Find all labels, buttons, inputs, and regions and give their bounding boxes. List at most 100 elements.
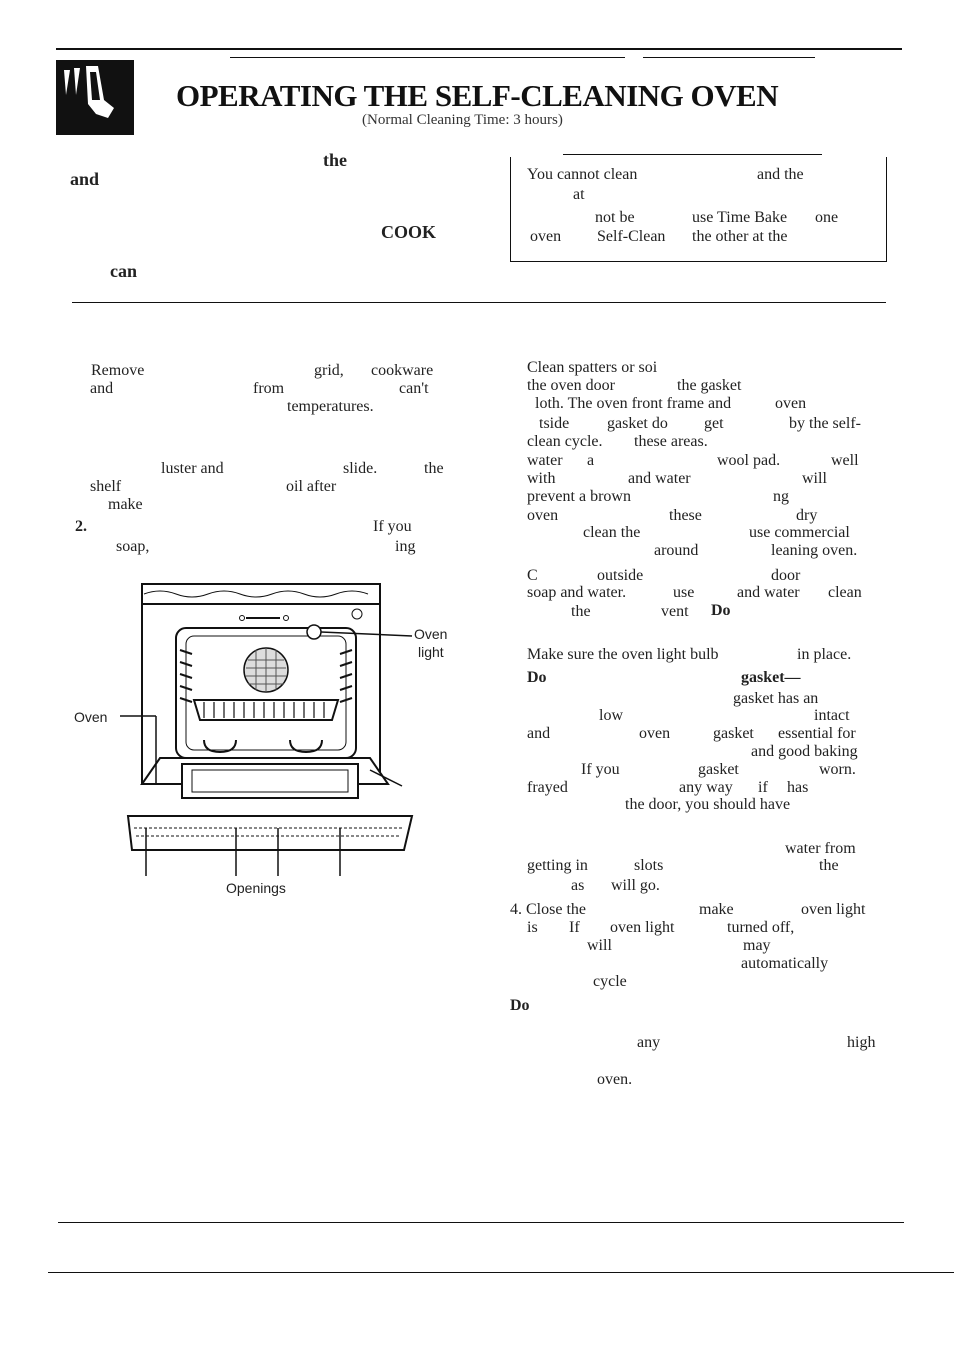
right-r15a: Make sure the oven light bulb [527,646,719,663]
right-r9c: dry [796,507,818,524]
right-r25b: slots [634,857,664,874]
right-r23: the door, you should have [625,796,791,813]
figure-label-oven-light-2: light [418,644,444,660]
right-r19a: and [527,725,551,742]
right-r11b: leaning oven. [771,542,858,559]
left-l4-0: luster and [161,460,224,477]
note-line4-a: oven [530,228,562,245]
right-r22d: has [787,779,809,796]
right-r9b: these [669,507,702,524]
right-r3b: oven [775,395,807,412]
right-r5b: these areas. [634,433,708,450]
right-r21c: worn. [819,761,856,778]
right-r14a: the [571,603,591,620]
left-l5-0: shelf [90,478,122,495]
right-r13a: soap and water. [527,584,627,601]
right-r7a: with [527,470,556,487]
intro-word-the: the [323,150,347,170]
right-r29a: will [587,937,612,954]
right-r14c: Do [711,602,731,619]
right-r25c: the [819,857,839,874]
left-l7-0: 2. [75,518,87,535]
right-r6b: a [587,452,595,469]
right-r4b: gasket do [607,415,668,432]
right-r19d: essential for [778,725,856,742]
top-rule-short [230,57,625,58]
right-r21b: gasket [698,761,739,778]
right-r2a: the oven door [527,377,615,394]
left-l7-1: If you [373,518,412,535]
left-l6-0: make [108,496,143,513]
right-r28a: is [527,919,538,936]
right-r28d: turned off, [727,919,795,936]
right-r2b: the gasket [677,377,742,394]
right-r4d: by the self- [789,415,861,432]
right-r26a: as [571,877,585,894]
left-l3-0: temperatures. [287,398,374,415]
right-r12b: outside [597,567,644,584]
note-line1-a: You cannot clean [527,166,638,183]
top-rule-right [643,57,815,58]
right-r8a: prevent a brown [527,488,631,505]
right-r5a: clean cycle. [527,433,603,450]
right-r10b: use commercial [749,524,850,541]
right-r13d: clean [828,584,862,601]
right-r24: water from [785,840,856,857]
right-r27c: oven light [801,901,866,918]
left-l4-1: slide. [343,460,378,477]
left-l1-1: grid, [314,362,344,379]
right-r7c: will [802,470,827,487]
right-r28c: oven light [610,919,675,936]
intro-word-can: can [110,261,137,281]
right-r8b: ng [773,488,789,505]
right-r33b: high [847,1034,876,1051]
right-r25a: getting in [527,857,588,874]
right-r16b: gasket— [741,669,801,686]
right-r28b: If [569,919,580,936]
bottom-rule [58,1222,904,1223]
right-r17: gasket has an [733,690,819,707]
left-l2-2: can't [399,380,429,397]
page-title: OPERATING THE SELF-CLEANING OVEN [176,78,779,113]
right-r31: cycle [593,973,627,990]
right-r1: Clean spatters or soi [527,359,658,376]
right-r26b: will go. [611,877,660,894]
left-l1-2: cookware [371,362,434,379]
note-line3-c: one [815,209,839,226]
left-l5-1: oil after [286,478,337,495]
left-l4-2: the [424,460,444,477]
right-r19c: gasket [713,725,754,742]
note-box [510,157,887,262]
figure-label-oven: Oven [74,709,108,725]
right-r22b: any way [679,779,733,796]
left-l8-0: soap, [116,538,150,555]
right-r6a: water [527,452,563,469]
right-r27b: make [699,901,734,918]
note-line4-c: the other at the [692,228,788,245]
page-bottom-rule [48,1272,954,1273]
right-r30: automatically [741,955,829,972]
right-r7b: and water [628,470,691,487]
hand-pointer-icon [64,66,114,118]
top-rule [56,48,902,50]
right-r18b: intact [814,707,850,724]
right-r3a: loth. The oven front frame and [535,395,732,412]
right-r21a: If you [581,761,620,778]
right-r19b: oven [639,725,671,742]
intro-word-and: and [70,169,100,189]
left-l2-0: and [90,380,114,397]
right-r29b: may [743,937,771,954]
right-r4a: tside [539,415,570,432]
right-r13b: use [673,584,695,601]
right-r6d: well [831,452,859,469]
oven-illustration [120,583,414,876]
right-r11a: around [654,542,699,559]
right-r10a: clean the [583,524,641,541]
figure-label-openings: Openings [226,880,286,896]
page-subtitle: (Normal Cleaning Time: 3 hours) [362,112,563,128]
right-r12a: C [527,567,538,584]
right-r9a: oven [527,507,559,524]
right-r27a: 4. Close the [510,901,586,918]
right-r32: Do [510,997,530,1014]
note-line4-b: Self-Clean [597,228,666,245]
